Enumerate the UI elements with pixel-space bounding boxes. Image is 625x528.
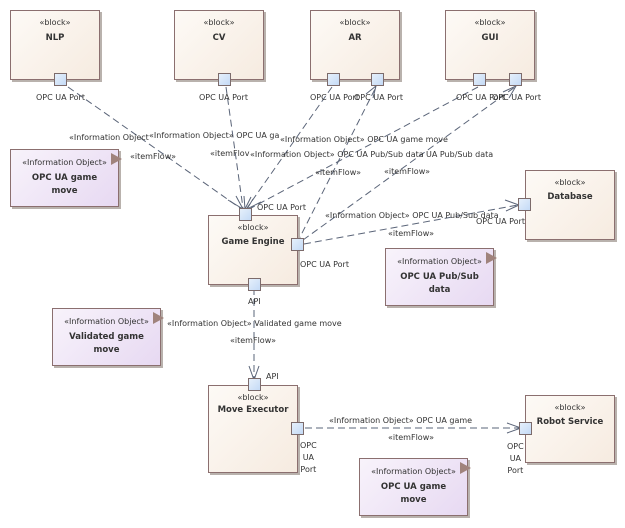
port-gui-1[interactable] — [473, 73, 486, 86]
connector-cv-to-engine[interactable] — [225, 86, 244, 209]
block-stereotype: «block» — [39, 18, 71, 27]
block-name: Game Engine — [221, 237, 285, 247]
block-name: NLP — [45, 33, 65, 43]
port-label-line: UA — [509, 454, 522, 463]
itemflow-label-4: «itemFlow» — [384, 167, 430, 176]
port-label-line: OPC — [300, 441, 317, 450]
info-object-name: OPC UA game move — [380, 482, 447, 505]
port-label-line: Port — [300, 465, 317, 474]
block-name: Robot Service — [536, 417, 604, 427]
info-object-stereotype: «Information Object» — [22, 158, 107, 167]
block-stereotype: «block» — [339, 18, 371, 27]
connector-ar1-to-engine[interactable] — [246, 86, 333, 209]
info-object-stereotype: «Information Object» — [371, 467, 456, 476]
port-label-move-executor-api: API — [266, 372, 279, 381]
itemflow-label-validated: «itemFlow» — [230, 336, 276, 345]
info-object-name: OPC UA Pub/Sub data — [400, 272, 479, 295]
port-database[interactable] — [518, 198, 531, 211]
flow-label-nlp: «Information Object — [69, 133, 149, 142]
block-stereotype: «block» — [554, 403, 586, 412]
itemflow-label-1: «itemFlow» — [130, 152, 176, 161]
block-database[interactable]: «block» Database — [525, 170, 615, 240]
information-flow-icon — [460, 462, 471, 474]
block-stereotype: «block» — [203, 18, 235, 27]
block-name: CV — [212, 33, 226, 43]
block-robot-service[interactable]: «block» Robot Service — [525, 395, 615, 463]
port-label-line: Port — [507, 466, 524, 475]
info-object-opc-game-move-top[interactable]: «Information Object» OPC UA game move — [10, 149, 122, 207]
arrowhead-database — [504, 199, 521, 212]
info-object-opc-pubsub[interactable]: «Information Object» OPC UA Pub/Sub data — [385, 248, 497, 306]
port-label-nlp: OPC UA Port — [36, 93, 85, 102]
flow-label-robot: «Information Object» OPC UA game — [329, 416, 473, 425]
arrowhead-gui2 — [502, 84, 518, 99]
port-label-game-engine-top: OPC UA Port — [257, 203, 306, 212]
port-game-engine-api[interactable] — [248, 278, 261, 291]
port-robot-service[interactable] — [519, 422, 532, 435]
port-label-database: OPC UA Port — [476, 217, 525, 226]
port-ar-2[interactable] — [371, 73, 384, 86]
connector-gui1-to-engine[interactable] — [250, 86, 479, 209]
flow-label-cv: «Information Object» OPC UA ga — [149, 131, 280, 140]
port-label-gui-1: OPC UA Port — [456, 93, 505, 102]
port-cv[interactable] — [218, 73, 231, 86]
info-object-name: OPC UA game move — [31, 173, 98, 196]
info-object-opc-game-move-bottom[interactable]: «Information Object» OPC UA game move — [359, 458, 471, 516]
info-object-validated-move[interactable]: «Information Object» Validated game move — [52, 308, 164, 366]
information-flow-icon — [111, 153, 122, 165]
port-move-executor-right[interactable] — [291, 422, 304, 435]
port-label-game-engine-right: OPC UA Port — [300, 260, 349, 269]
flow-label-ar2: «Information Object» OPC UA Pub/Sub data — [250, 150, 424, 159]
block-move-executor[interactable]: «block» Move Executor — [208, 385, 298, 473]
info-object-stereotype: «Information Object» — [64, 317, 149, 326]
flow-label-ar1: «Information Object» OPC UA game move — [280, 135, 448, 144]
flow-label-validated: «Information Object» Validated game move — [167, 319, 342, 328]
block-name: AR — [348, 33, 362, 43]
port-label-cv: OPC UA Port — [199, 93, 248, 102]
port-label-move-executor-right: OPC UA Port — [300, 440, 317, 476]
arrowhead-ar2 — [365, 84, 377, 99]
block-gui[interactable]: «block» GUI — [445, 10, 535, 80]
itemflow-label-database: «itemFlow» — [388, 229, 434, 238]
block-name: Move Executor — [217, 405, 289, 415]
port-label-line: UA — [302, 453, 315, 462]
itemflow-label-robot: «itemFlow» — [388, 433, 434, 442]
block-stereotype: «block» — [237, 223, 269, 232]
block-stereotype: «block» — [237, 393, 269, 402]
port-gui-2[interactable] — [509, 73, 522, 86]
port-move-executor-api[interactable] — [248, 378, 261, 391]
connector-engine-to-database[interactable] — [303, 204, 519, 245]
information-flow-icon — [153, 312, 164, 324]
block-stereotype: «block» — [554, 178, 586, 187]
block-cv[interactable]: «block» CV — [174, 10, 264, 80]
port-game-engine-top[interactable] — [239, 208, 252, 221]
port-label-ar-2: OPC UA Port — [354, 93, 403, 102]
information-flow-icon — [486, 252, 497, 264]
block-nlp[interactable]: «block» NLP — [10, 10, 100, 80]
info-object-name: Validated game move — [69, 332, 144, 355]
block-name: GUI — [481, 33, 499, 43]
port-label-gui-2: OPC UA Port — [492, 93, 541, 102]
block-stereotype: «block» — [474, 18, 506, 27]
flow-label-database: «Information Object» OPC UA Pub/Sub data — [325, 211, 499, 220]
info-object-stereotype: «Information Object» — [397, 257, 482, 266]
port-label-ar-1: OPC UA Port — [310, 93, 359, 102]
block-name: Database — [547, 192, 593, 202]
connector-nlp-to-engine[interactable] — [67, 86, 241, 209]
port-label-game-engine-api: API — [248, 297, 261, 306]
itemflow-label-3: «itemFlow» — [315, 168, 361, 177]
block-game-engine[interactable]: «block» Game Engine — [208, 215, 298, 285]
port-label-robot-service: OPC UA Port — [507, 441, 524, 477]
port-nlp[interactable] — [54, 73, 67, 86]
flow-label-gui-tail: UA Pub/Sub data — [426, 150, 494, 159]
connector-engine-to-ar2[interactable] — [296, 86, 377, 244]
port-label-line: OPC — [507, 442, 524, 451]
port-game-engine-right[interactable] — [291, 238, 304, 251]
port-ar-1[interactable] — [327, 73, 340, 86]
itemflow-label-2: «itemFlov — [210, 149, 250, 158]
block-ar[interactable]: «block» AR — [310, 10, 400, 80]
